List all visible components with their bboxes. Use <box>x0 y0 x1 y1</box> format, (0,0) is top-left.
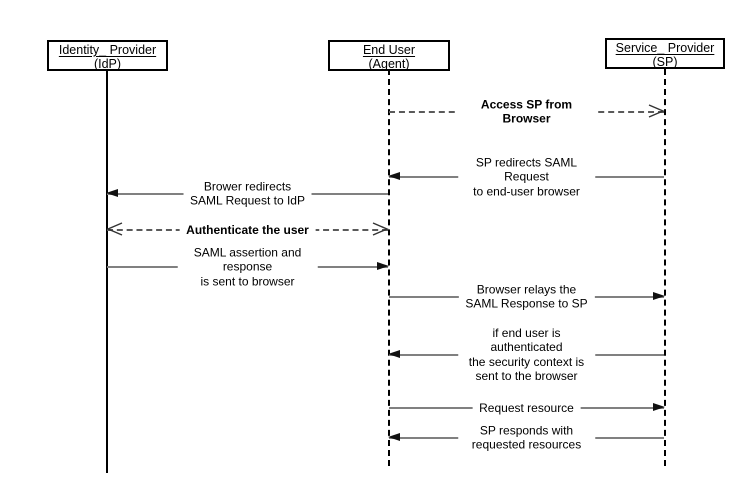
actor-box-end-user: End User (Agent) <box>328 40 450 71</box>
lifeline-end-user <box>388 69 390 466</box>
open-arrowhead-right-icon <box>646 104 666 118</box>
lifeline-service-provider <box>664 69 666 466</box>
open-arrowhead-right-icon <box>370 222 390 236</box>
actor-box-identity-provider: Identity_ Provider (IdP) <box>47 40 168 71</box>
message-label: Authenticate the user <box>179 222 316 238</box>
message-label: Access SP from Browser <box>457 97 596 127</box>
message-label: if end user is authenticated the securit… <box>457 326 596 384</box>
actor-box-service-provider: Service_ Provider (SP) <box>605 38 725 69</box>
lifeline-identity-provider <box>106 71 108 473</box>
filled-arrowhead-right-icon <box>653 403 665 411</box>
actor-subname: (Agent) <box>368 57 410 72</box>
message-label: Request resource <box>472 400 581 416</box>
message-label: Browser relays the SAML Response to SP <box>458 282 595 312</box>
message-label: SP responds with requested resources <box>457 423 596 453</box>
message-label: Brower redirects SAML Request to IdP <box>183 179 312 209</box>
actor-subname: (IdP) <box>93 57 122 72</box>
actor-name: Service_ Provider <box>615 41 715 55</box>
filled-arrowhead-left-icon <box>388 433 400 441</box>
message-label: SP redirects SAML Request to end-user br… <box>457 155 596 199</box>
filled-arrowhead-left-icon <box>106 189 118 197</box>
filled-arrowhead-left-icon <box>388 350 400 358</box>
open-arrowhead-left-icon <box>105 222 125 236</box>
message-label: SAML assertion and response is sent to b… <box>177 245 318 289</box>
filled-arrowhead-left-icon <box>388 172 400 180</box>
filled-arrowhead-right-icon <box>653 292 665 300</box>
actor-subname: (SP) <box>652 55 678 70</box>
filled-arrowhead-right-icon <box>377 262 389 270</box>
actor-name: Identity_ Provider <box>58 43 157 57</box>
actor-name: End User <box>362 43 416 57</box>
